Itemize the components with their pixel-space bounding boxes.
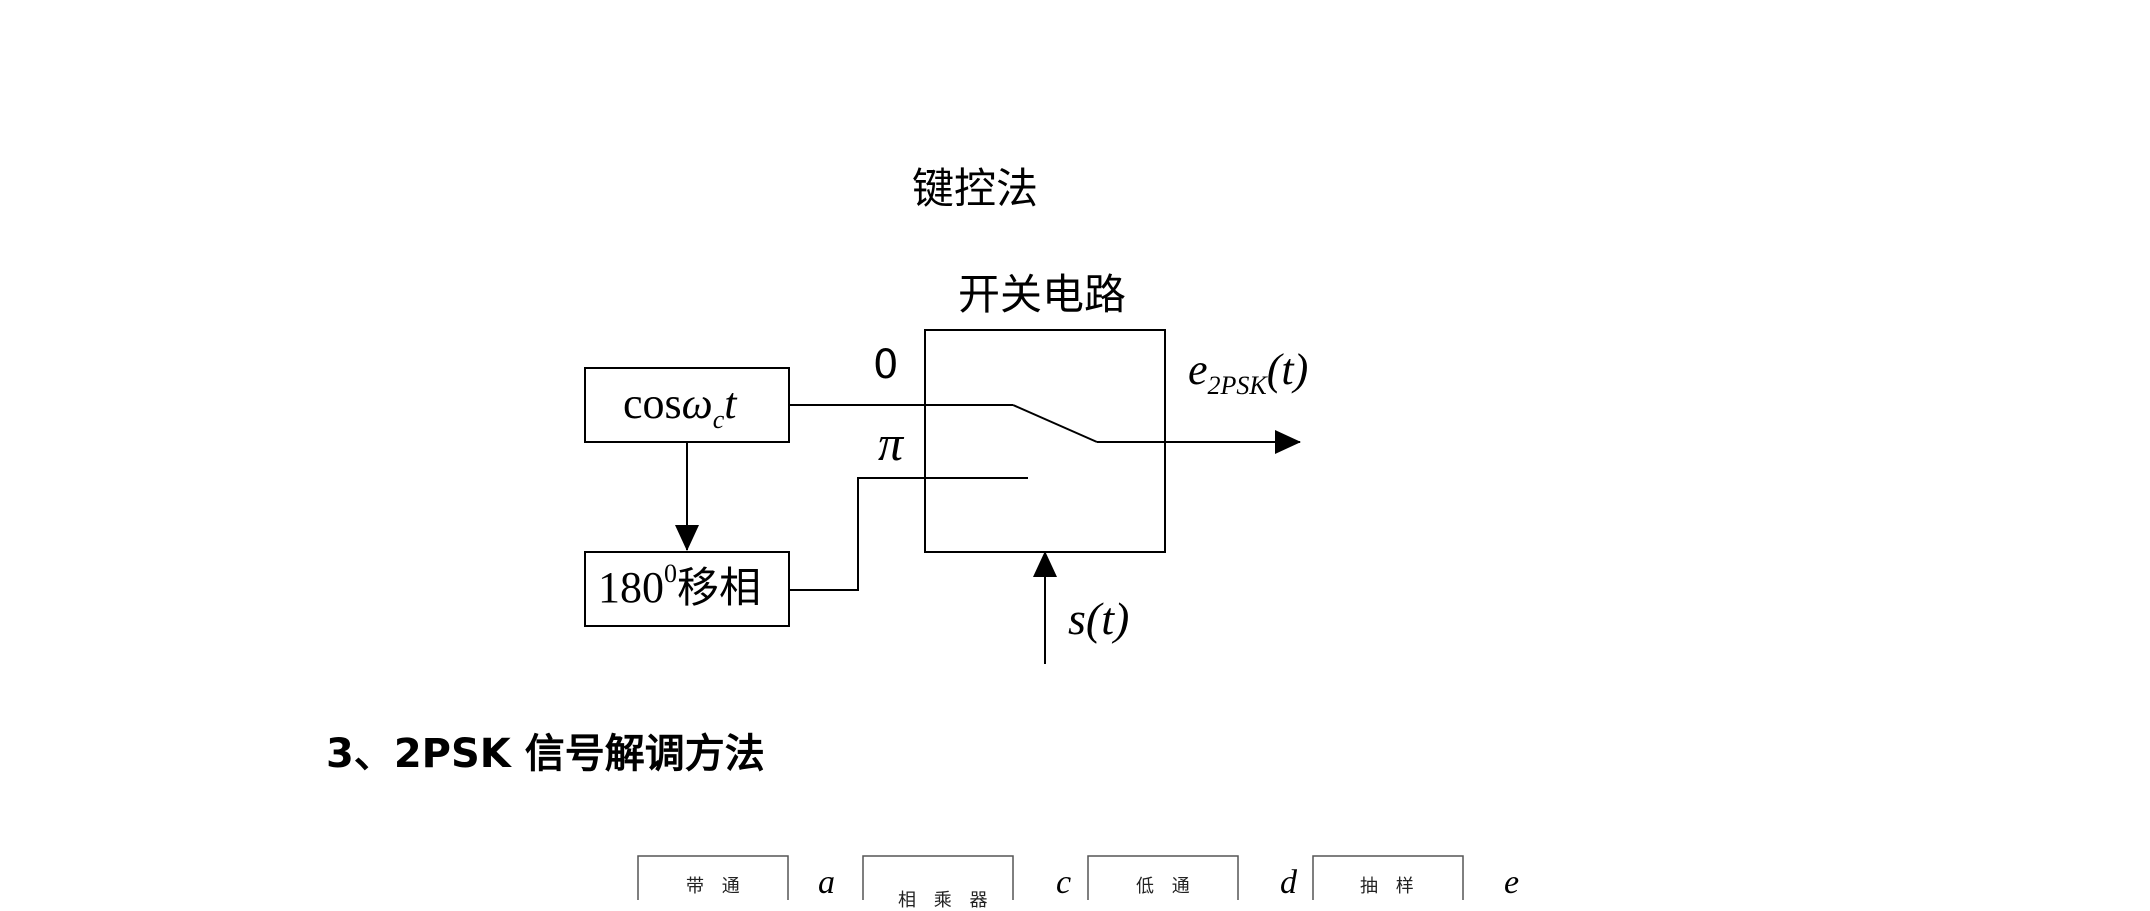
output-arg: (t) — [1266, 345, 1309, 394]
control-arg: (t) — [1085, 593, 1130, 644]
input-zero-label: 0 — [873, 342, 899, 388]
osc-prefix: cos — [623, 379, 682, 428]
lowpass-block — [1087, 855, 1239, 900]
shifter-sup: 0 — [664, 559, 677, 588]
osc-t: t — [724, 379, 737, 428]
sampler-label: 抽 样 — [1360, 876, 1420, 897]
bandpass-block — [637, 855, 789, 900]
multiplier-block — [862, 855, 1014, 900]
signal-e: e — [1504, 864, 1520, 901]
osc-sub: c — [712, 405, 725, 434]
shifter-feed-line — [789, 477, 1028, 591]
signal-a: a — [818, 864, 835, 901]
section-heading: 3、2PSK 信号解调方法 — [326, 731, 765, 777]
shifter-num: 180 — [598, 563, 664, 612]
multiplier-label: 相 乘 器 — [898, 890, 994, 911]
control-s: s — [1068, 593, 1086, 644]
switch-blade — [1012, 404, 1098, 443]
bandpass-label: 带 通 — [686, 876, 746, 897]
sampler-block — [1312, 855, 1464, 900]
osc-omega: ω — [681, 379, 713, 428]
oscillator-label: cosωct — [623, 379, 737, 433]
signal-c: c — [1056, 864, 1072, 901]
signal-d: d — [1280, 864, 1297, 901]
output-e: e — [1188, 345, 1208, 394]
page-title: 键控法 — [912, 164, 1039, 213]
output-sub: 2PSK — [1207, 371, 1267, 400]
shifter-text: 移相 — [677, 563, 762, 612]
output-label: e2PSK(t) — [1188, 345, 1309, 399]
lowpass-label: 低 通 — [1136, 876, 1196, 897]
input-pi-label: π — [878, 415, 904, 471]
switch-label: 开关电路 — [958, 270, 1127, 319]
phase-shifter-label: 1800移相 — [598, 561, 762, 612]
control-label: s(t) — [1068, 596, 1129, 642]
